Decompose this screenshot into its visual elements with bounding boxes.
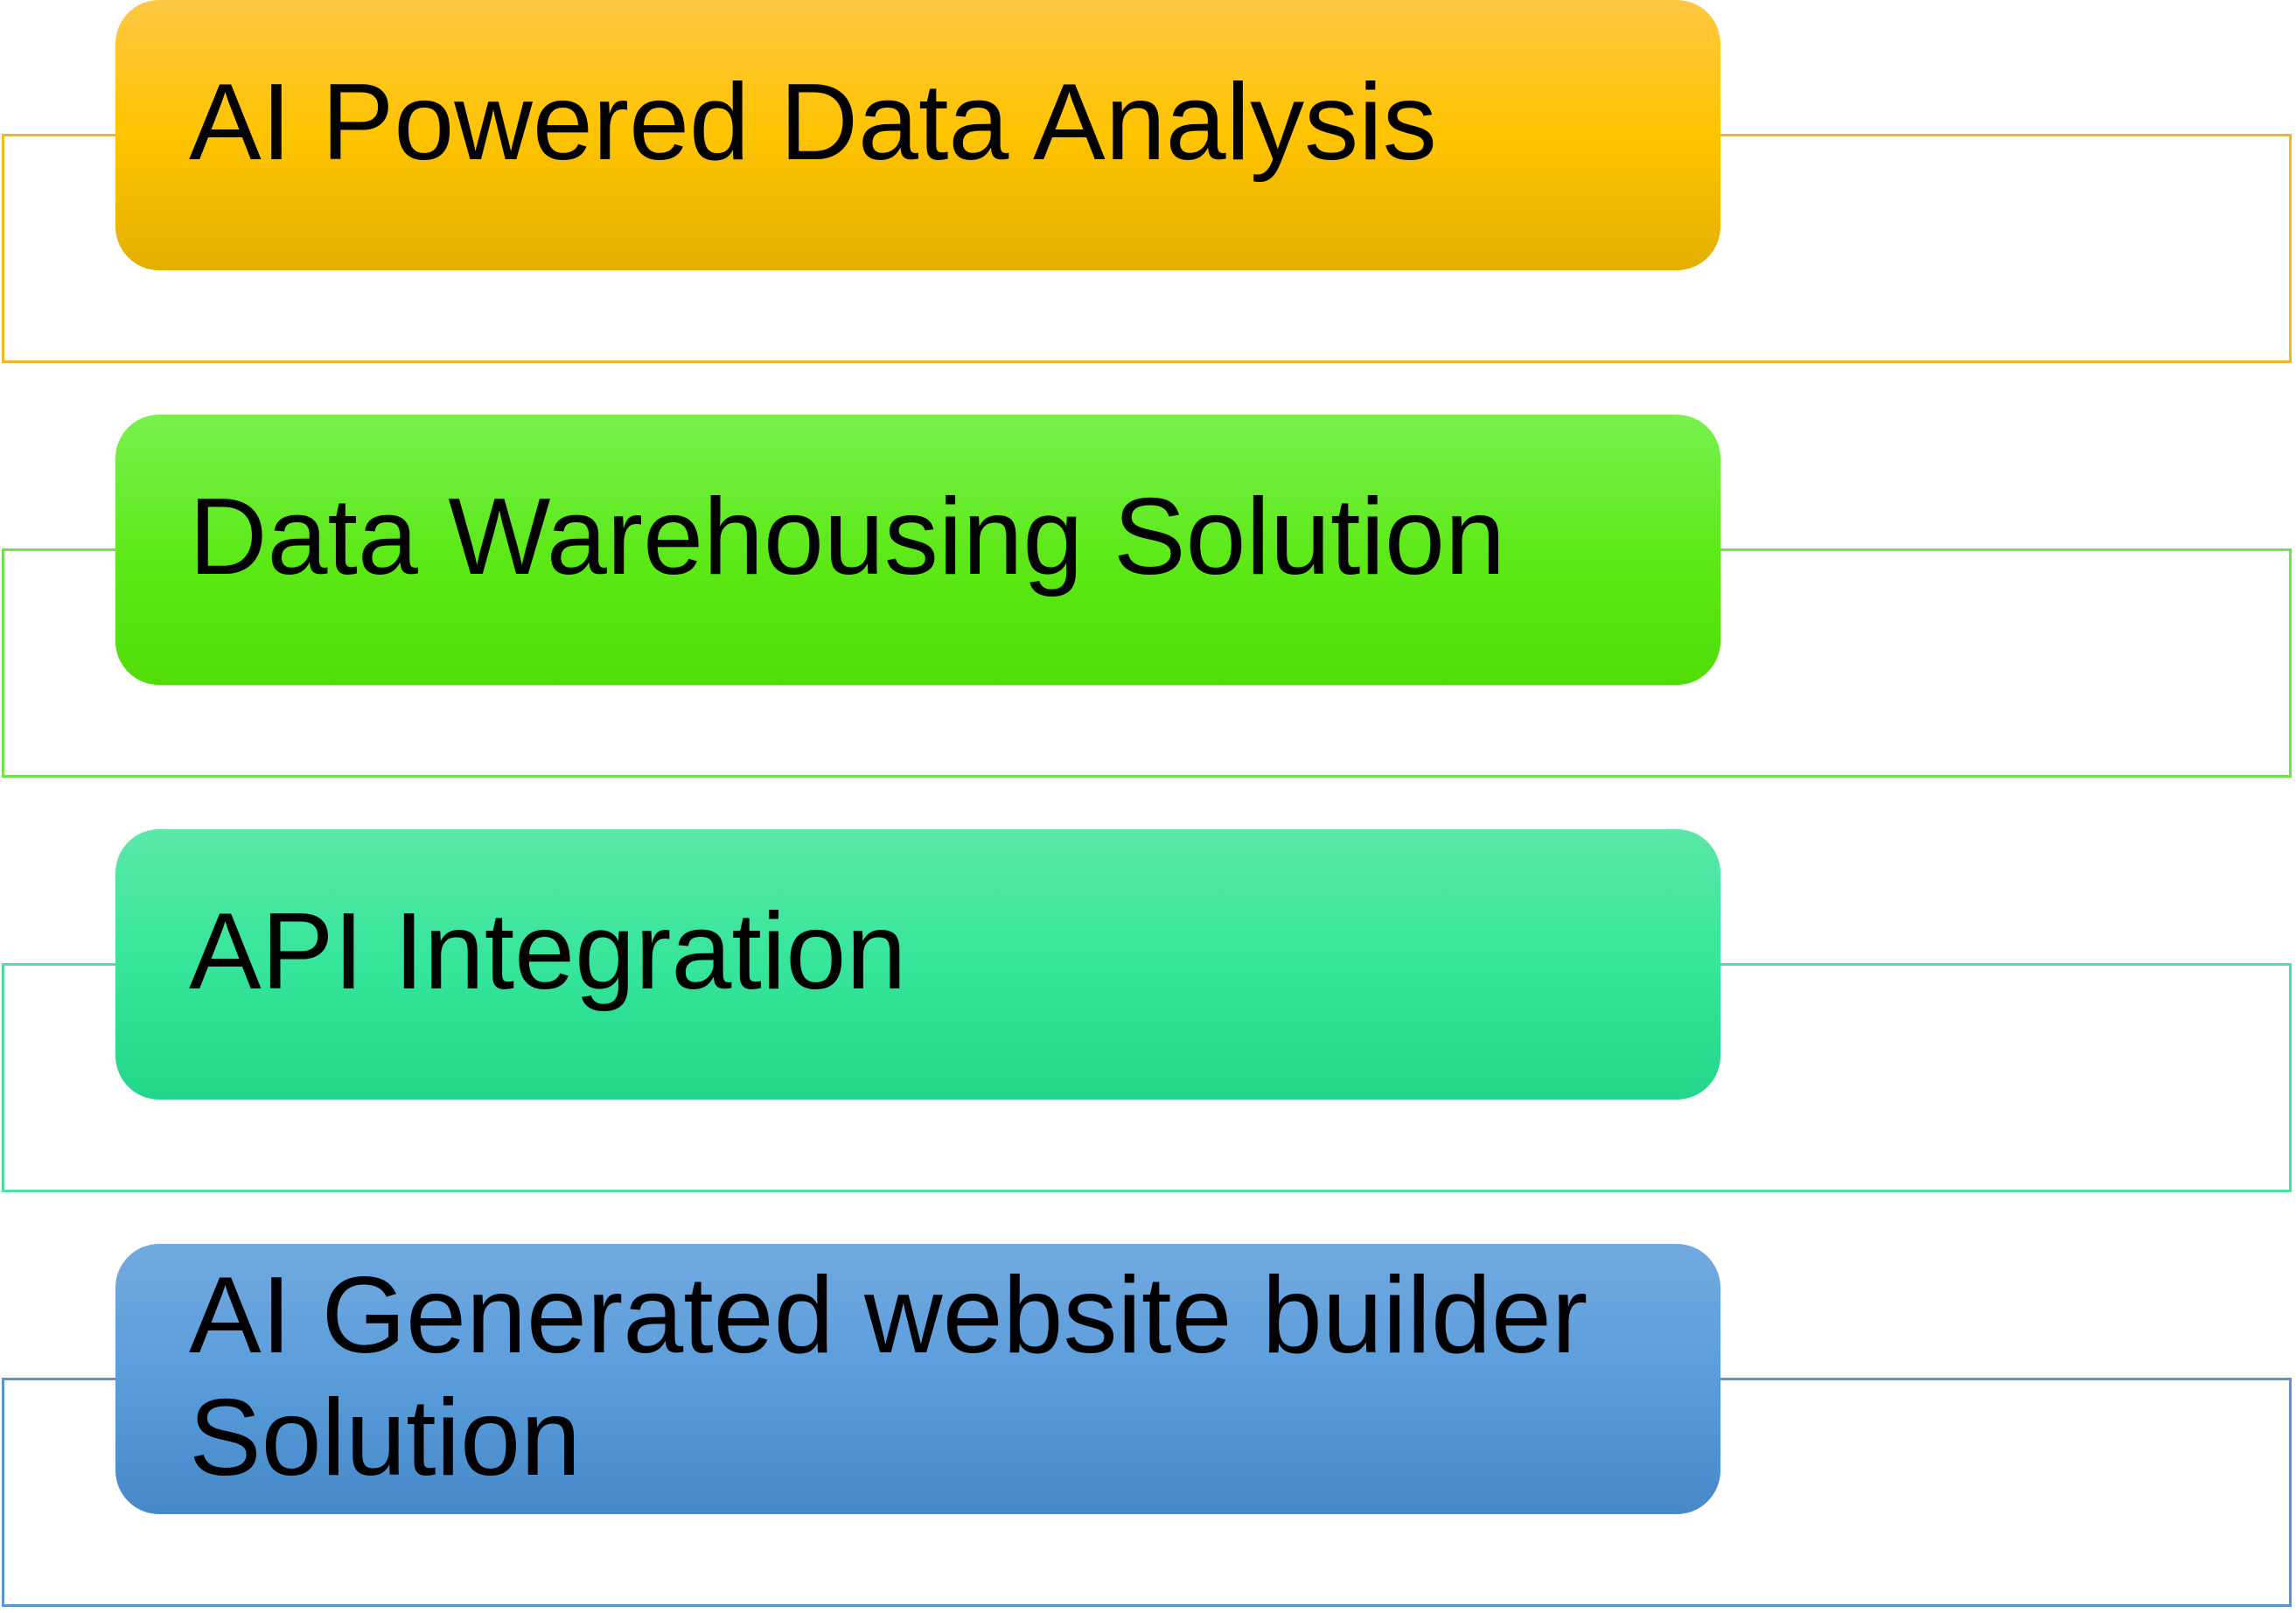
item-box: Data Warehousing Solution (115, 415, 1720, 685)
item-label: AI Generated website builder Solution (189, 1255, 1588, 1498)
item-box: AI Generated website builder Solution (115, 1244, 1720, 1514)
item-label: Data Warehousing Solution (189, 477, 1505, 597)
item-box: API Integration (115, 829, 1720, 1100)
item-box: AI Powered Data Analysis (115, 0, 1720, 270)
item-label: API Integration (189, 891, 907, 1012)
item-label: AI Powered Data Analysis (189, 62, 1437, 183)
